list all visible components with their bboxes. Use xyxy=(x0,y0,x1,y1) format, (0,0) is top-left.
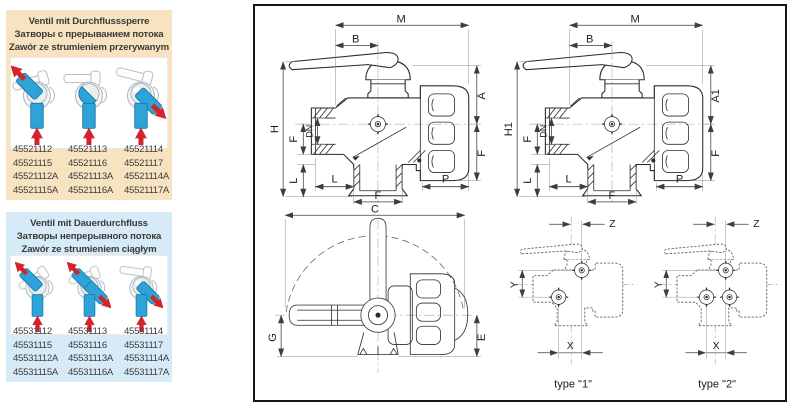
dim-label-L2: L xyxy=(331,174,337,186)
product-code: 45531115 xyxy=(13,339,52,351)
dim-label-Z: Z xyxy=(753,218,760,230)
product-code: 45521112A xyxy=(13,171,58,183)
dim-label-C: C xyxy=(371,203,379,215)
product-code: 45531117A xyxy=(124,366,169,378)
dim-label-Y: Y xyxy=(508,281,520,288)
product-code: 45531116 xyxy=(68,339,107,351)
panel-title-ru: Затворы с прерыванием потока xyxy=(14,28,164,40)
product-code: 45521115A xyxy=(13,184,58,196)
dim-label-L2: L xyxy=(565,174,571,186)
product-code: 45531116A xyxy=(68,366,113,378)
panel-title-de: Ventil mit Dauerdurchfluss xyxy=(30,218,148,229)
product-code-grid: 45521112 45521113 45521114 45521115 4552… xyxy=(13,143,172,197)
dim-label-DN: DN xyxy=(538,125,548,138)
product-code: 45521114 xyxy=(124,144,163,156)
side-view-drawing-h: M B H F DN L A F L P F xyxy=(269,13,488,205)
product-code: 45521112 xyxy=(13,144,52,156)
dim-label-Z: Z xyxy=(609,218,616,230)
product-code: 45521115 xyxy=(13,157,52,169)
product-code: 45521114A xyxy=(124,171,169,183)
dim-label-DN: DN xyxy=(304,125,314,138)
product-code: 45521116 xyxy=(68,157,107,169)
product-code: 45531112 xyxy=(13,326,52,338)
valve-illustration-through-flow xyxy=(66,258,112,332)
product-code: 45521113 xyxy=(68,144,107,156)
dim-label-F2: F xyxy=(476,150,488,157)
side-view-drawing-h1: M B H1 F DN L A1 F L P F xyxy=(503,13,722,205)
dim-label-B: B xyxy=(352,33,359,45)
product-code: 45521113A xyxy=(68,171,113,183)
product-code: 45531114 xyxy=(124,326,163,338)
valve-illustration-outlet-left xyxy=(14,258,53,332)
dim-label-L: L xyxy=(288,178,300,184)
panel-title-block: Ventil mit Dauerdurchfluss Затворы непре… xyxy=(6,212,172,257)
dim-label-F3: F xyxy=(609,190,616,202)
valve-position-illustrations xyxy=(10,255,168,335)
type1-label: type "1" xyxy=(554,378,592,390)
dim-label-B: B xyxy=(586,33,593,45)
panel-title-pl: Zawór ze strumieniem przerywanym xyxy=(9,41,169,53)
product-code: 45531113A xyxy=(68,353,113,365)
product-code: 45521117A xyxy=(124,184,169,196)
product-group-interrupted-flow: Ventil mit Durchflusssperre Затворы с пр… xyxy=(6,10,172,200)
valve-illustration-outlet-right xyxy=(118,263,164,332)
dim-label-H: H xyxy=(269,125,281,133)
dim-label-X: X xyxy=(713,340,720,352)
screw-position-view-type1: Z Y X type "1" xyxy=(508,216,638,390)
dim-label-M: M xyxy=(397,13,406,25)
valve-position-illustrations xyxy=(10,57,168,149)
product-code: 45521116A xyxy=(68,184,113,196)
dim-label-A1: A1 xyxy=(710,89,722,103)
panel-title-block: Ventil mit Durchflusssperre Затворы с пр… xyxy=(6,10,172,55)
product-code: 45531117 xyxy=(124,339,163,351)
dim-label-X: X xyxy=(567,340,574,352)
dim-label-F3: F xyxy=(375,190,382,202)
dim-label-Y: Y xyxy=(652,281,664,288)
product-code: 45521117 xyxy=(124,157,163,169)
dim-label-F: F xyxy=(522,136,534,143)
product-code-grid: 45531112 45531113 45531114 45531115 4553… xyxy=(13,325,172,379)
dim-label-H1: H1 xyxy=(503,122,515,136)
product-code: 45531113 xyxy=(68,326,107,338)
panel-title-de: Ventil mit Durchflusssperre xyxy=(28,16,150,27)
screw-position-view-type2: Z Y X type "2" xyxy=(652,216,782,390)
dim-label-P: P xyxy=(676,174,683,186)
dim-label-F: F xyxy=(288,136,300,143)
top-view-drawing: C G E xyxy=(267,203,488,373)
dim-label-P: P xyxy=(442,174,449,186)
dim-label-E: E xyxy=(476,334,488,341)
dim-label-M: M xyxy=(631,13,640,25)
technical-drawing-panel: M B H F DN L A F L P F M B H1 F DN L A1 … xyxy=(253,4,787,402)
panel-title-pl: Zawór ze strumieniem ciągłym xyxy=(21,243,157,255)
product-group-continuous-flow: Ventil mit Dauerdurchfluss Затворы непре… xyxy=(6,212,172,382)
valve-illustration-closed xyxy=(63,70,108,146)
type2-label: type "2" xyxy=(698,378,736,390)
panel-title-ru: Затворы непрерывного потока xyxy=(16,230,162,242)
valve-illustration-outlet-right xyxy=(115,63,167,146)
product-code: 45531115A xyxy=(13,366,58,378)
valve-illustration-outlet-left xyxy=(11,60,56,146)
dim-label-L: L xyxy=(522,178,534,184)
dim-label-F2: F xyxy=(710,150,722,157)
product-code: 45531112A xyxy=(13,353,58,365)
dim-label-G: G xyxy=(267,333,279,342)
dim-label-A: A xyxy=(476,92,488,100)
product-code: 45531114A xyxy=(124,353,169,365)
